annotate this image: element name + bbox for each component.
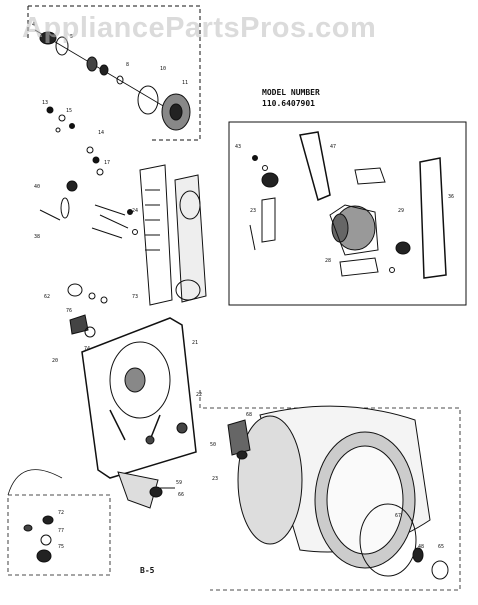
svg-text:5: 5 [70, 34, 73, 40]
motor-group: 43 23 47 36 29 28 [228, 121, 467, 306]
pulley-belt [419, 157, 447, 279]
svg-text:23: 23 [212, 476, 218, 482]
motor-bracket [261, 197, 276, 243]
blower-washer [55, 36, 69, 56]
svg-text:17: 17 [104, 160, 110, 166]
svg-text:59: 59 [176, 480, 182, 486]
door-switch [117, 471, 159, 509]
svg-text:22: 22 [196, 392, 202, 398]
svg-text:23: 23 [250, 208, 256, 214]
svg-text:67: 67 [395, 513, 401, 519]
svg-text:73: 73 [132, 294, 138, 300]
svg-text:40: 40 [34, 184, 40, 190]
svg-text:21: 21 [192, 340, 198, 346]
svg-text:8: 8 [126, 62, 129, 68]
front-bulkhead: 62 76 74 20 59 66 21 [44, 283, 198, 509]
door-hinge-group: 72 77 75 [7, 469, 111, 576]
svg-text:20: 20 [52, 358, 58, 364]
blower-housing-seal [137, 85, 159, 115]
svg-text:74: 74 [84, 346, 90, 352]
svg-text:50: 50 [210, 442, 216, 448]
svg-text:47: 47 [330, 144, 336, 150]
blower-group: 4 5 8 10 11 [27, 5, 201, 141]
svg-text:72: 72 [58, 510, 64, 516]
svg-text:4: 4 [32, 22, 35, 28]
svg-text:43: 43 [235, 144, 241, 150]
svg-text:66: 66 [178, 492, 184, 498]
motor-box [228, 121, 467, 306]
drive-belt [139, 164, 173, 306]
blower-nut [39, 31, 57, 45]
svg-text:28: 28 [325, 258, 331, 264]
svg-text:77: 77 [58, 528, 64, 534]
bulkhead-panel [81, 317, 197, 479]
idler-pulley [60, 197, 70, 219]
svg-text:24: 24 [132, 208, 138, 214]
svg-text:62: 62 [44, 294, 50, 300]
svg-text:11: 11 [182, 80, 188, 86]
svg-text:65: 65 [438, 544, 444, 550]
front-bulkhead-duct [174, 174, 207, 303]
svg-text:15: 15 [66, 108, 72, 114]
drum-group: 22 68 50 23 48 65 67 [176, 390, 461, 591]
svg-text:13: 13 [42, 100, 48, 106]
model-number-heading: MODEL NUMBER [262, 88, 320, 97]
drum-rear [237, 415, 303, 545]
page-number: B-5 [140, 566, 155, 575]
svg-text:68: 68 [246, 412, 252, 418]
model-label: MODEL NUMBER 110.6407901 [262, 87, 320, 109]
model-number-value: 110.6407901 [262, 99, 315, 108]
svg-text:36: 36 [448, 194, 454, 200]
svg-text:75: 75 [58, 544, 64, 550]
idler-assembly: 13 15 14 17 40 38 73 24 [34, 100, 207, 306]
svg-text:14: 14 [98, 130, 104, 136]
motor-belt [299, 131, 331, 202]
drum-seal [359, 503, 417, 577]
svg-text:48: 48 [418, 544, 424, 550]
svg-text:29: 29 [398, 208, 404, 214]
svg-text:10: 10 [160, 66, 166, 72]
svg-text:76: 76 [66, 308, 72, 314]
svg-text:38: 38 [34, 234, 40, 240]
